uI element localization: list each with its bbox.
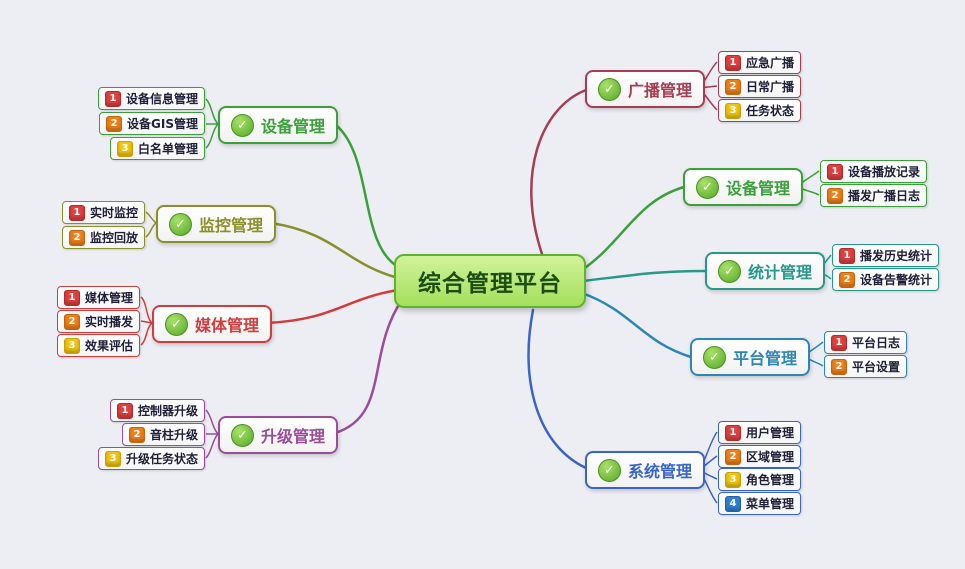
connector-branch1-leaf0 [145,211,157,224]
leaf-node: 4 菜单管理 [718,492,802,515]
number-badge: 2 [827,187,843,204]
connector-center-branch-1 [269,221,400,280]
connector-branch2-leaf0 [140,296,153,324]
branch-system-mgmt: ✓ 系统管理 [585,451,706,489]
leaf-node: 3 任务状态 [718,99,802,122]
number-badge: 1 [104,90,121,107]
leaf-node: 1 应急广播 [718,51,802,74]
branch-label: 媒体管理 [195,316,260,335]
leaf-node: 2 设备告警统计 [832,268,940,291]
leaf-node: 1 实时监控 [61,201,145,224]
connector-center-branch-7 [580,291,693,359]
leaf-node: 1 设备信息管理 [97,87,205,110]
center-node-label: 综合管理平台 [418,271,562,297]
branch-broadcast-mgmt: ✓ 广播管理 [585,70,706,108]
number-badge: 1 [116,402,133,419]
leaf-node: 3 角色管理 [718,468,802,491]
leaf-node: 2 区域管理 [718,445,802,468]
check-icon: ✓ [718,259,741,283]
branch-monitor-mgmt: ✓ 监控管理 [156,205,277,243]
connector-center-branch-6 [581,269,708,283]
branch-stats-mgmt: ✓ 统计管理 [705,252,826,290]
leaf-node: 2 设备GIS管理 [99,112,205,135]
connector-branch1-leaf1 [145,222,157,238]
number-badge: 2 [128,426,145,443]
branch-media-mgmt: ✓ 媒体管理 [152,305,273,343]
leaf-node: 1 媒体管理 [56,286,140,309]
connector-center-branch-0 [334,123,402,270]
branch-label: 统计管理 [748,263,813,282]
leaf-node: 3 白名单管理 [109,137,205,160]
number-badge: 2 [725,78,741,95]
number-badge: 4 [725,495,741,512]
leaf-node: 3 升级任务状态 [97,447,205,470]
connector-branch2-leaf1 [140,320,153,324]
connector-branch2-leaf2 [140,322,153,346]
number-badge: 3 [725,102,741,119]
connector-branch3-leaf2 [205,433,219,459]
number-badge: 3 [63,337,80,354]
connector-branch3-leaf0 [205,409,219,435]
connector-center-branch-3 [333,298,404,435]
branch-label: 系统管理 [628,462,693,481]
check-icon: ✓ [696,175,719,199]
number-badge: 2 [106,115,123,132]
number-badge: 3 [725,471,741,488]
branch-platform-mgmt: ✓ 平台管理 [690,338,811,376]
check-icon: ✓ [598,458,621,482]
branch-label: 设备管理 [726,179,791,198]
number-badge: 1 [725,424,741,441]
number-badge: 3 [104,450,121,467]
leaf-node: 2 平台设置 [824,355,908,378]
leaf-node: 2 播发广播日志 [820,184,928,207]
leaf-node: 1 设备播放记录 [820,160,928,183]
check-icon: ✓ [165,312,188,336]
check-icon: ✓ [598,77,621,101]
branch-device-mgmt-right: ✓ 设备管理 [683,168,804,206]
check-icon: ✓ [703,345,726,369]
connector-center-branch-2 [266,288,400,325]
leaf-node: 3 效果评估 [56,334,140,357]
number-badge: 2 [725,448,741,465]
number-badge: 3 [116,140,133,157]
number-badge: 1 [839,247,855,264]
connector-branch0-leaf2 [205,123,219,149]
branch-label: 平台管理 [733,349,798,368]
check-icon: ✓ [169,212,192,236]
leaf-node: 1 播发历史统计 [832,244,940,267]
leaf-node: 1 用户管理 [718,421,802,444]
leaf-node: 2 音柱升级 [121,423,205,446]
branch-label: 升级管理 [261,427,326,446]
number-badge: 1 [827,163,843,180]
leaf-node: 2 实时播发 [56,310,140,333]
branch-upgrade-mgmt: ✓ 升级管理 [218,416,339,454]
number-badge: 2 [68,229,85,246]
number-badge: 1 [68,204,85,221]
connector-center-branch-4 [530,88,588,256]
branch-label: 设备管理 [261,117,326,136]
branch-label: 广播管理 [628,81,693,100]
branch-device-mgmt-left: ✓ 设备管理 [218,106,339,144]
number-badge: 1 [63,289,80,306]
leaf-node: 2 日常广播 [718,75,802,98]
connector-branch0-leaf0 [205,98,219,125]
leaf-node: 1 控制器升级 [109,399,205,422]
number-badge: 2 [63,313,80,330]
number-badge: 2 [831,358,847,375]
center-node: 综合管理平台 [394,254,586,308]
leaf-node: 1 平台日志 [824,331,908,354]
number-badge: 1 [725,54,741,71]
branch-label: 监控管理 [199,216,264,235]
check-icon: ✓ [231,423,254,447]
connector-center-branch-8 [527,308,588,470]
number-badge: 1 [831,334,847,351]
connector-center-branch-5 [580,185,686,272]
check-icon: ✓ [231,113,254,137]
number-badge: 2 [839,271,855,288]
leaf-node: 2 监控回放 [61,226,145,249]
